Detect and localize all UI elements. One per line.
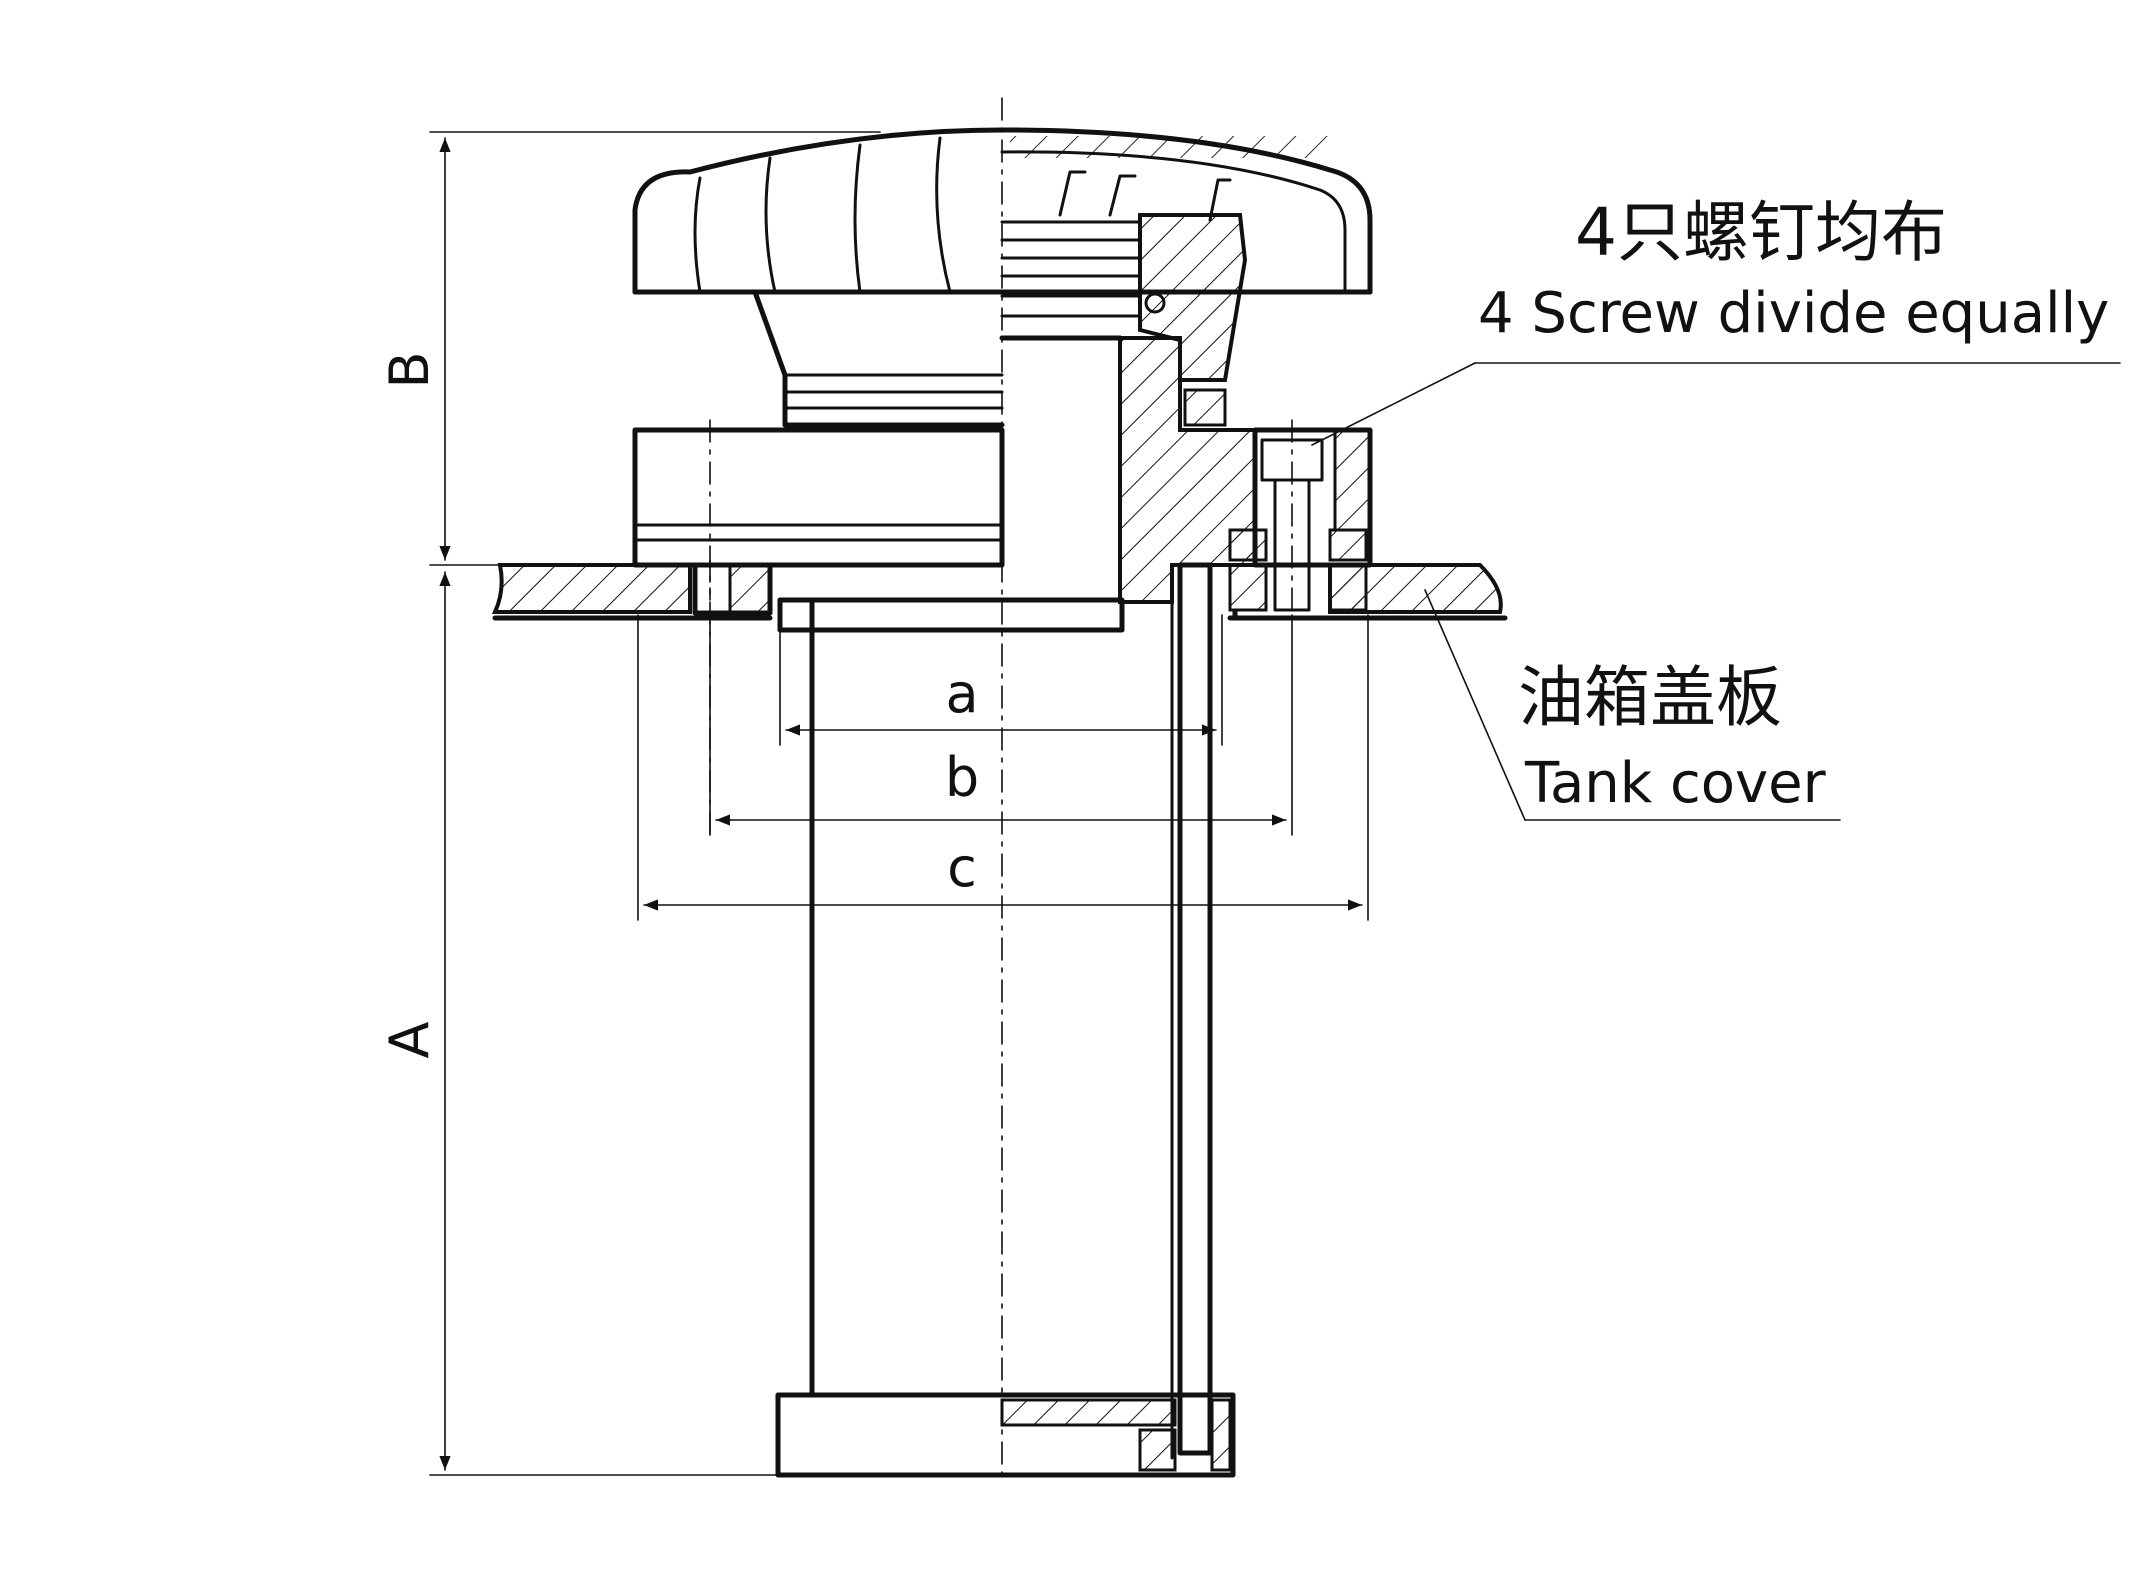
dim-label-c: c bbox=[947, 836, 977, 899]
dim-label-b: b bbox=[945, 746, 979, 809]
cover-note-leader bbox=[1424, 589, 1841, 821]
dim-label-a: a bbox=[945, 662, 978, 725]
dimension-c bbox=[637, 614, 1369, 921]
dimension-B bbox=[429, 131, 881, 566]
tank-cover-plate bbox=[491, 559, 1508, 841]
filter-element bbox=[775, 562, 1236, 1478]
dim-label-A: A bbox=[378, 1021, 441, 1058]
screw-note-cn: 4只螺钉均布 bbox=[1575, 194, 1947, 271]
dimension-a bbox=[779, 614, 1223, 746]
dim-label-B: B bbox=[378, 351, 441, 388]
cover-note-cn: 油箱盖板 bbox=[1518, 659, 1782, 736]
screw-note-en: 4 Screw divide equally bbox=[1478, 281, 2109, 346]
cover-note-en: Tank cover bbox=[1524, 751, 1827, 816]
dimension-b bbox=[709, 614, 1293, 836]
knob-neck bbox=[752, 213, 1248, 428]
screw-note-leader bbox=[1311, 362, 2121, 446]
dimension-A bbox=[429, 571, 781, 1476]
